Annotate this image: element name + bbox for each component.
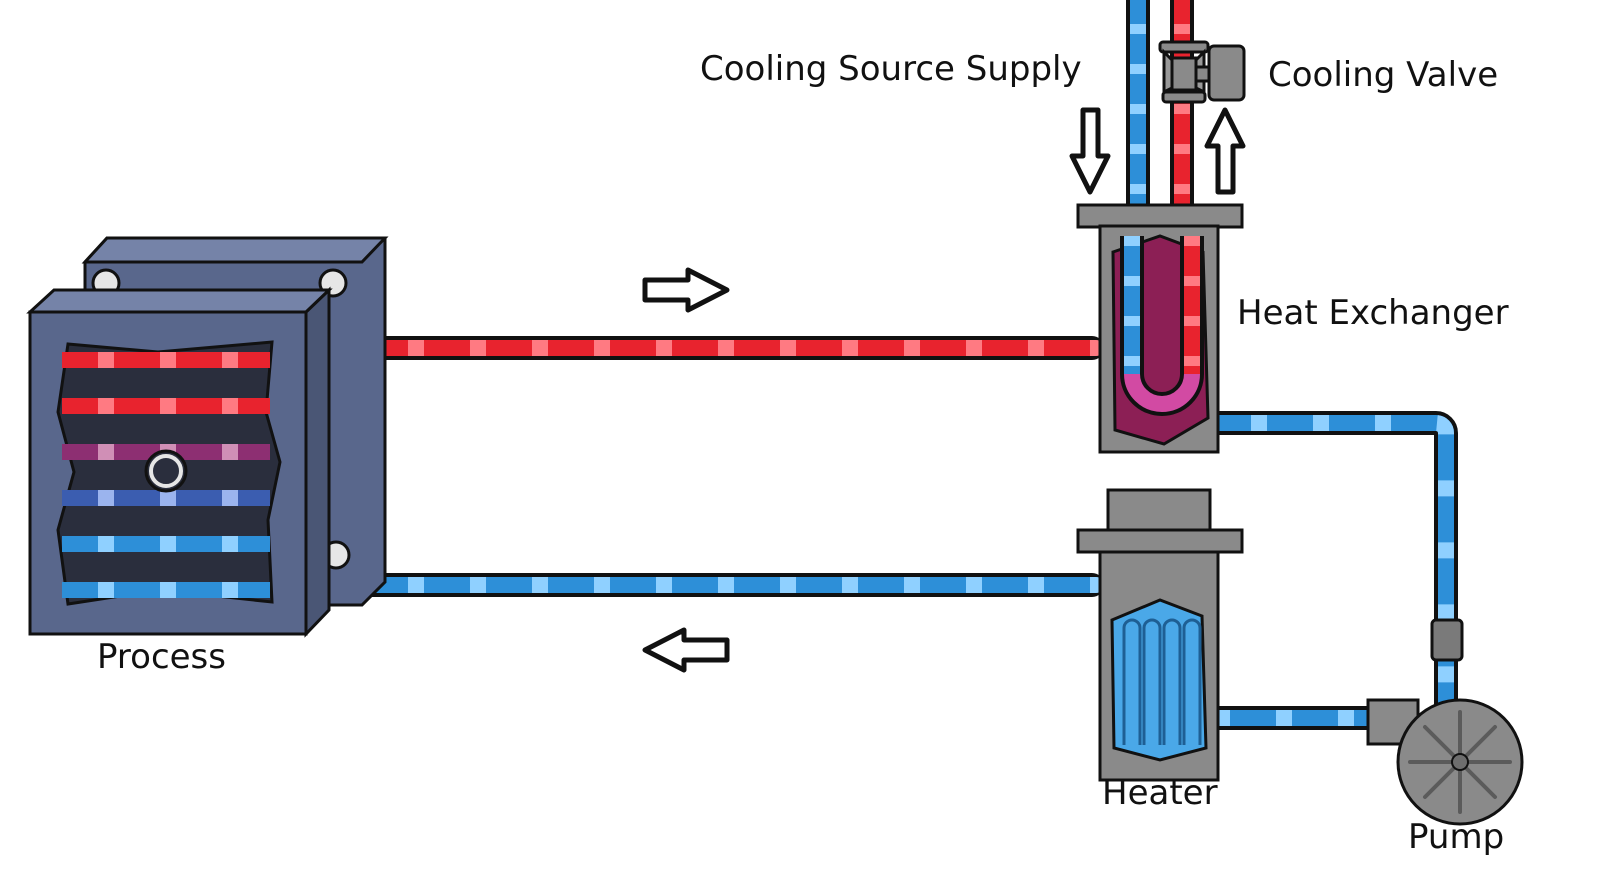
arrow-right-icon [642, 267, 730, 313]
arrow-down-icon [1069, 107, 1111, 195]
pump-label: Pump [1408, 817, 1505, 857]
heater-label: Heater [1102, 773, 1218, 813]
exchanger-to-pump-pipe [1215, 411, 1458, 765]
process-unit [26, 236, 389, 638]
cooling-valve [1158, 40, 1246, 104]
arrow-up-icon [1204, 107, 1246, 195]
cooling-source-pipes [1126, 0, 1194, 215]
process-label: Process [97, 637, 226, 677]
cooling-source-supply-label: Cooling Source Supply [700, 49, 1082, 89]
heat-exchanger-label: Heat Exchanger [1237, 293, 1509, 333]
cold-return-pipe [318, 573, 1104, 597]
arrow-left-icon [642, 627, 730, 673]
heat-exchanger [1076, 203, 1244, 454]
cooling-valve-label: Cooling Valve [1268, 55, 1499, 95]
pump-to-heater-pipe [1212, 706, 1372, 730]
pump [1366, 698, 1524, 826]
heater [1076, 488, 1244, 782]
pipe-coupling [1430, 618, 1464, 662]
hot-supply-pipe [318, 336, 1104, 360]
